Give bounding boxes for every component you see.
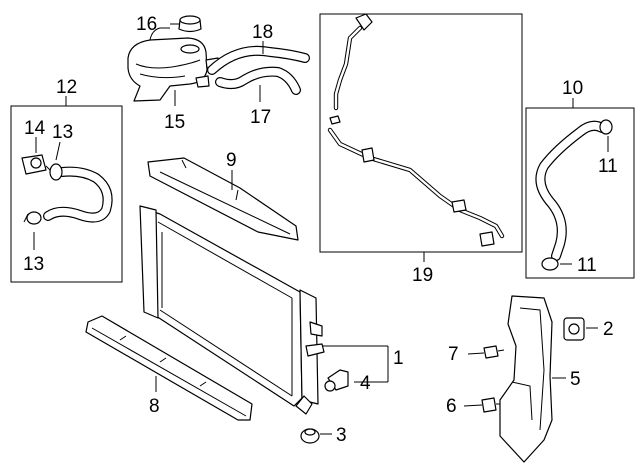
callout-14: 14 xyxy=(24,118,46,139)
bolt-upper[interactable] xyxy=(483,345,505,359)
bypass-hose[interactable] xyxy=(535,120,607,261)
callout-8: 8 xyxy=(149,396,160,417)
callout-7: 7 xyxy=(448,344,459,365)
callout-1: 1 xyxy=(393,348,404,369)
bolt-lower[interactable] xyxy=(481,397,500,413)
hose-clamp-lower[interactable] xyxy=(23,211,42,225)
coolant-pipe-assembly[interactable] xyxy=(327,13,505,247)
reservoir-upper-hose[interactable] xyxy=(207,45,310,75)
hose-clamp-upper[interactable] xyxy=(45,163,63,181)
callout-16: 16 xyxy=(136,14,157,35)
callout-17: 17 xyxy=(250,107,271,128)
callout-6: 6 xyxy=(446,396,457,417)
hose-clamp-top[interactable] xyxy=(599,119,613,135)
callout-18: 18 xyxy=(252,22,273,43)
group-box-10 xyxy=(525,107,635,279)
side-air-guide[interactable] xyxy=(499,295,553,463)
lower-air-deflector[interactable] xyxy=(85,315,253,421)
callout-9: 9 xyxy=(226,150,237,171)
callout-4: 4 xyxy=(360,373,371,394)
radiator-upper-cover[interactable] xyxy=(147,157,299,241)
reservoir-lower-hose[interactable] xyxy=(215,66,301,95)
callout-13-top: 13 xyxy=(52,122,73,143)
group-box-19 xyxy=(319,13,523,253)
grommet[interactable] xyxy=(563,317,585,341)
drain-plug[interactable] xyxy=(324,369,349,392)
callout-11-bottom: 11 xyxy=(577,255,597,276)
callout-5: 5 xyxy=(570,369,581,390)
thermostat-fitting[interactable] xyxy=(21,154,47,175)
callout-15: 15 xyxy=(164,112,185,133)
heater-hose-assembly[interactable] xyxy=(43,166,113,223)
callout-11-top: 11 xyxy=(598,156,618,177)
callout-13-bottom: 13 xyxy=(23,254,44,275)
radiator[interactable] xyxy=(139,205,325,415)
callout-2: 2 xyxy=(603,319,614,340)
callout-3: 3 xyxy=(336,425,347,446)
callout-10: 10 xyxy=(562,78,583,99)
callout-12: 12 xyxy=(56,77,77,98)
reservoir-cap[interactable] xyxy=(178,15,202,33)
radiator-mount-insulator[interactable] xyxy=(300,428,320,444)
hose-clamp-bottom[interactable] xyxy=(541,257,559,271)
coolant-reservoir[interactable] xyxy=(127,27,220,102)
callout-19: 19 xyxy=(412,265,433,286)
